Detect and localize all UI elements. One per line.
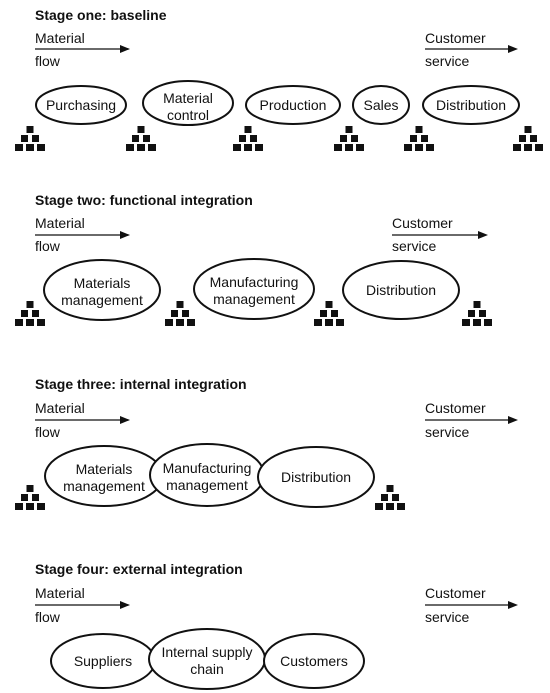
process-label: Materials — [74, 275, 131, 291]
process-oval-suppliers: Suppliers — [50, 633, 156, 689]
process-label: control — [167, 107, 209, 123]
material-flow-label-line2: flow — [35, 238, 61, 254]
process-label: Distribution — [366, 282, 436, 298]
material-flow-label-line2: flow — [35, 424, 61, 440]
stage-two-title: Stage two: functional integration — [35, 192, 253, 208]
stage-four: Stage four: external integration Materia… — [35, 561, 518, 690]
stage-one: Stage one: baseline Material flow Custom… — [15, 7, 543, 151]
customer-service-arrow — [425, 601, 518, 609]
material-flow-label-line1: Material — [35, 215, 85, 231]
stage-three-title: Stage three: internal integration — [35, 376, 247, 392]
inventory-stack-icon — [126, 126, 156, 151]
process-label: Customers — [280, 653, 348, 669]
inventory-stack-icon — [334, 126, 364, 151]
process-label: Distribution — [281, 469, 351, 485]
process-oval-distribution: Distribution — [342, 260, 460, 320]
inventory-stack-icon — [513, 126, 543, 151]
process-oval-manufacturing-management: Manufacturing management — [193, 258, 315, 320]
material-flow-arrow — [35, 416, 130, 424]
inventory-stack-icon — [15, 126, 45, 151]
material-flow-label-line2: flow — [35, 53, 61, 69]
material-flow-arrow — [35, 601, 130, 609]
stage-three: Stage three: internal integration Materi… — [15, 376, 518, 510]
material-flow-label-line1: Material — [35, 400, 85, 416]
customer-service-arrow — [425, 45, 518, 53]
process-label: Sales — [363, 97, 398, 113]
process-oval-material-control: Material control — [142, 80, 234, 126]
customer-service-label-line1: Customer — [425, 30, 486, 46]
process-oval-internal-supply-chain: Internal supply chain — [148, 628, 266, 690]
inventory-stack-icon — [314, 301, 344, 326]
process-oval-distribution: Distribution — [422, 85, 520, 125]
inventory-stack-icon — [375, 485, 405, 510]
stage-four-title: Stage four: external integration — [35, 561, 243, 577]
inventory-stack-icon — [15, 301, 45, 326]
process-label: management — [61, 292, 143, 308]
customer-service-label-line2: service — [425, 424, 470, 440]
process-label: Manufacturing — [210, 274, 299, 290]
material-flow-label-line2: flow — [35, 609, 61, 625]
stage-one-title: Stage one: baseline — [35, 7, 167, 23]
process-label: management — [166, 477, 248, 493]
customer-service-arrow — [425, 416, 518, 424]
process-oval-materials-management: Materials management — [44, 445, 164, 507]
process-label: Suppliers — [74, 653, 132, 669]
customer-service-label-line2: service — [425, 53, 470, 69]
material-flow-arrow — [35, 231, 130, 239]
process-label: management — [213, 291, 295, 307]
inventory-stack-icon — [462, 301, 492, 326]
material-flow-label-line1: Material — [35, 30, 85, 46]
inventory-stack-icon — [404, 126, 434, 151]
process-label: Manufacturing — [163, 460, 252, 476]
process-oval-materials-management: Materials management — [43, 259, 161, 321]
inventory-stack-icon — [15, 485, 45, 510]
material-flow-arrow — [35, 45, 130, 53]
process-label: Materials — [76, 461, 133, 477]
customer-service-label-line2: service — [392, 238, 437, 254]
process-oval-production: Production — [245, 85, 341, 125]
process-label: management — [63, 478, 145, 494]
process-label: chain — [190, 661, 223, 677]
process-oval-manufacturing-management: Manufacturing management — [149, 443, 265, 507]
process-label: Purchasing — [46, 97, 116, 113]
customer-service-arrow — [392, 231, 488, 239]
customer-service-label-line1: Customer — [425, 400, 486, 416]
process-label: Production — [260, 97, 327, 113]
inventory-stack-icon — [233, 126, 263, 151]
process-oval-sales: Sales — [352, 85, 410, 125]
process-label: Material — [163, 90, 213, 106]
stage-two: Stage two: functional integration Materi… — [15, 192, 492, 326]
inventory-stack-icon — [165, 301, 195, 326]
process-label: Internal supply — [161, 644, 252, 660]
process-oval-distribution: Distribution — [257, 446, 375, 508]
customer-service-label-line2: service — [425, 609, 470, 625]
material-flow-label-line1: Material — [35, 585, 85, 601]
customer-service-label-line1: Customer — [392, 215, 453, 231]
customer-service-label-line1: Customer — [425, 585, 486, 601]
process-oval-customers: Customers — [263, 633, 365, 689]
process-oval-purchasing: Purchasing — [35, 85, 127, 125]
process-label: Distribution — [436, 97, 506, 113]
